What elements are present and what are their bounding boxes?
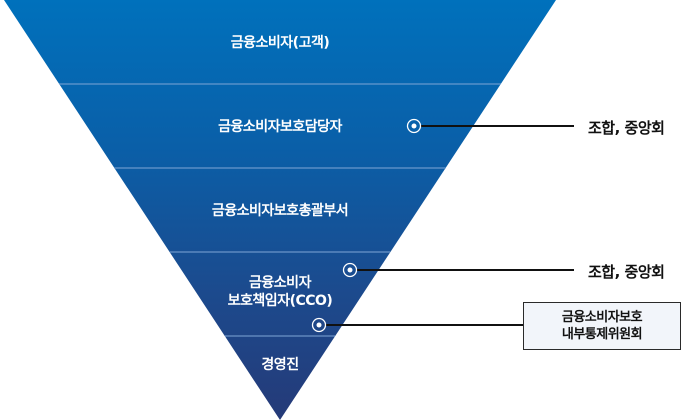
internal-control-committee-box: 금융소비자보호 내부통제위원회 (523, 302, 681, 350)
marker-icon (311, 317, 327, 333)
committee-line2: 내부통제위원회 (561, 327, 643, 342)
level-label-cco: 금융소비자 보호책임자(CCO) (228, 274, 333, 310)
level-label-cco-line1: 금융소비자 (249, 275, 311, 291)
committee-line1: 금융소비자보호 (561, 310, 643, 325)
level-label-protection-department: 금융소비자보호총괄부서 (211, 203, 349, 219)
level-label-cco-line2: 보호책임자(CCO) (227, 293, 333, 309)
pyramid-shape (4, 0, 556, 420)
level-label-protection-officer: 금융소비자보호담당자 (218, 119, 342, 135)
level-label-management: 경영진 (261, 357, 299, 373)
callout-label-union-2: 조합, 중앙회 (588, 263, 665, 281)
marker-icon (342, 262, 358, 278)
level-label-customer: 금융소비자(고객) (230, 35, 330, 51)
callout-label-union-1: 조합, 중앙회 (588, 119, 665, 137)
marker-icon (406, 118, 422, 134)
